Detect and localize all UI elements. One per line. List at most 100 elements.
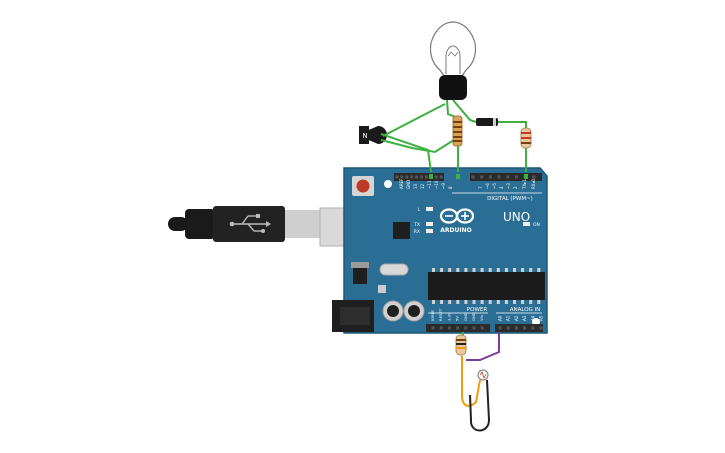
- header-hole[interactable]: [531, 326, 535, 330]
- digital-pin-label: TX▸1: [522, 179, 527, 190]
- resistor-band: [453, 140, 462, 142]
- wire-transistor-to-gnd[interactable]: [380, 133, 432, 173]
- resistor-top-right[interactable]: [520, 127, 532, 149]
- header-hole[interactable]: [515, 175, 518, 179]
- l-led-label: L: [417, 207, 420, 213]
- analog-pin-label: A2: [514, 315, 519, 321]
- header-hole[interactable]: [480, 175, 484, 179]
- light-bulb[interactable]: [429, 21, 477, 100]
- power-header-label: POWER: [467, 307, 488, 313]
- resistor-bottom[interactable]: [455, 334, 467, 356]
- header-hole[interactable]: [456, 326, 460, 330]
- wire-orange-loop[interactable]: [461, 356, 481, 407]
- transistor-label: N: [362, 132, 367, 140]
- resistor-band: [453, 136, 462, 138]
- header-hole[interactable]: [395, 175, 399, 179]
- wire-transistor-base[interactable]: [380, 137, 458, 154]
- usb-cable[interactable]: [168, 206, 373, 247]
- diode-body: [476, 118, 498, 126]
- header-hole[interactable]: [424, 175, 428, 179]
- bulb-filament: [445, 45, 461, 74]
- chip-pin: [456, 300, 460, 304]
- analog-pin-label: A3: [522, 315, 527, 321]
- header-hole[interactable]: [400, 175, 404, 179]
- header-hole[interactable]: [480, 326, 484, 330]
- header-hole[interactable]: [506, 326, 510, 330]
- digital-pin-label: ~5: [492, 183, 497, 189]
- chip-pin: [464, 268, 468, 272]
- digital-pin-label: ~6: [485, 183, 490, 189]
- header-hole[interactable]: [539, 326, 543, 330]
- digital-pin-label: AREF: [399, 178, 404, 189]
- digital-pin-label: 8: [448, 186, 453, 189]
- chip-pin: [440, 300, 444, 304]
- chip-pin: [480, 300, 484, 304]
- wire-black-loop[interactable]: [469, 379, 491, 432]
- chip-pin: [537, 300, 541, 304]
- header-hole[interactable]: [523, 326, 527, 330]
- resistor-band: [456, 339, 466, 341]
- bulb-glass: [429, 21, 477, 77]
- wire-a0[interactable]: [466, 332, 500, 361]
- photoresistor[interactable]: [477, 369, 489, 381]
- on-led-label: ON: [533, 222, 540, 228]
- header-hole[interactable]: [447, 326, 451, 330]
- digital-pin-label: 4: [499, 186, 504, 189]
- chip-pin: [456, 268, 460, 272]
- bottom-header-holes: [431, 326, 543, 330]
- header-hole[interactable]: [464, 326, 468, 330]
- wire-bulb-to-diode[interactable]: [452, 99, 477, 123]
- header-hole[interactable]: [488, 175, 492, 179]
- digital-pin-label: 7: [478, 186, 483, 189]
- digital-pin-label: 2: [513, 186, 518, 189]
- diode[interactable]: [476, 118, 498, 126]
- transistor-case: [359, 126, 369, 144]
- resistor-band: [453, 126, 462, 128]
- chip-pin: [440, 268, 444, 272]
- pin-gnd-marker: [429, 174, 433, 179]
- voltage-regulator: [353, 268, 367, 284]
- bulb-base: [439, 75, 467, 100]
- wire-diode-to-resistor[interactable]: [496, 121, 527, 130]
- header-hole[interactable]: [514, 326, 518, 330]
- header-hole[interactable]: [471, 175, 475, 179]
- header-hole[interactable]: [431, 326, 435, 330]
- header-hole[interactable]: [405, 175, 409, 179]
- power-pin-label: 5V: [455, 316, 460, 321]
- header-hole[interactable]: [532, 175, 536, 179]
- l-led: [426, 207, 433, 211]
- header-hole[interactable]: [434, 175, 438, 179]
- header-hole[interactable]: [472, 326, 476, 330]
- tx-led-label: TX: [413, 222, 420, 228]
- diode-cathode-band: [493, 118, 496, 126]
- resistor-band: [456, 347, 466, 349]
- chip-pin: [529, 300, 533, 304]
- power-pin-label: Vin: [479, 314, 484, 321]
- chip-pin: [472, 268, 476, 272]
- arduino-brand-label: ARDUINO: [440, 227, 471, 234]
- analog-pin-label: A1: [506, 315, 511, 321]
- power-pin-label: 3.3V: [446, 312, 451, 321]
- header-hole[interactable]: [498, 326, 502, 330]
- chip-pin: [496, 268, 500, 272]
- chip-pin: [448, 300, 452, 304]
- header-hole[interactable]: [506, 175, 510, 179]
- reset-button[interactable]: [356, 179, 370, 193]
- header-hole[interactable]: [439, 326, 443, 330]
- chip-pins: [432, 268, 541, 304]
- header-hole[interactable]: [415, 175, 419, 179]
- tx-led: [426, 222, 433, 226]
- header-hole[interactable]: [439, 175, 443, 179]
- resistor-top-left[interactable]: [452, 115, 463, 147]
- mounting-hole: [384, 180, 392, 188]
- header-hole[interactable]: [497, 175, 501, 179]
- header-hole[interactable]: [410, 175, 414, 179]
- usb-cable-boot: [185, 209, 215, 239]
- wire-transistor-to-bulb[interactable]: [382, 103, 446, 137]
- chip-pin: [480, 268, 484, 272]
- analog-pin-label: A5: [539, 315, 544, 321]
- header-hole[interactable]: [420, 175, 423, 179]
- power-pin-label: GND: [471, 312, 476, 321]
